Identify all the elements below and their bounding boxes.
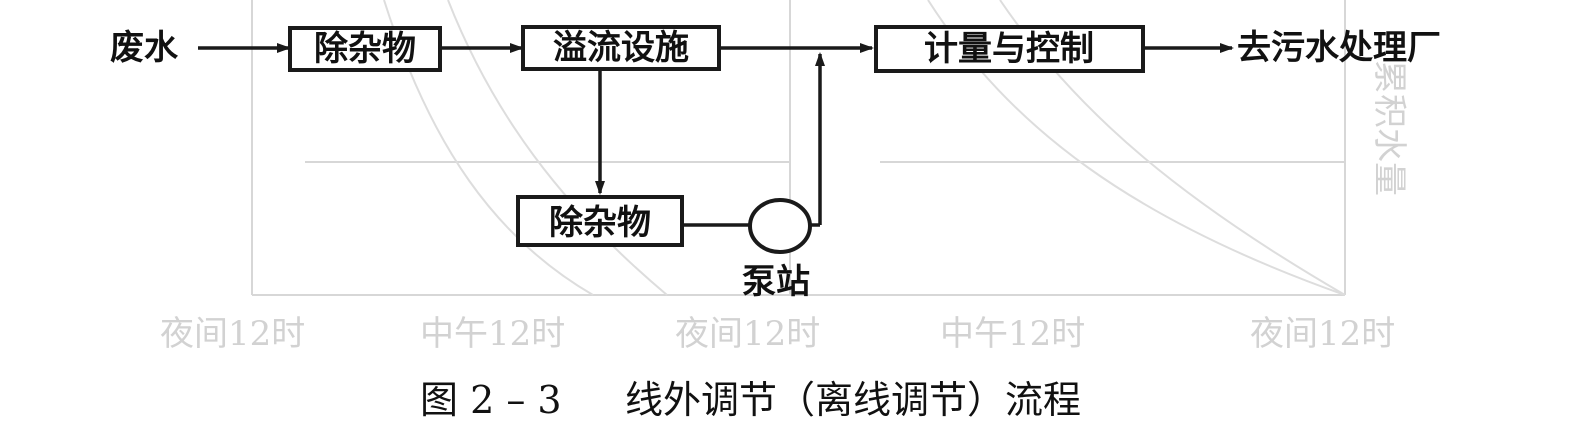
ghost-label-1: 夜间12时 — [160, 314, 305, 354]
ghost-label-3: 夜间12时 — [675, 314, 820, 354]
caption-title: 线外调节（离线调节）流程 — [625, 378, 1081, 422]
destination-label: 去污水处理厂 — [1237, 28, 1441, 68]
caption-number: 图 2 – 3 — [420, 378, 562, 422]
metering-control-label: 计量与控制 — [924, 29, 1094, 69]
remove-impurities-branch-label: 除杂物 — [549, 203, 651, 243]
ghost-curve-2 — [447, 0, 668, 296]
ghost-label-2: 中午12时 — [420, 314, 565, 354]
remove-impurities-branch-box — [516, 195, 684, 247]
overflow-facility-label: 溢流设施 — [553, 28, 689, 68]
background-ghost-chart: 夜间12时 中午12时 夜间12时 中午12时 夜间12时 累积水量 — [160, 0, 1409, 354]
ghost-label-4: 中午12时 — [940, 314, 1085, 354]
pump-station-label: 泵站 — [742, 262, 810, 302]
ghost-label-5: 夜间12时 — [1250, 314, 1395, 354]
pump-station-circle — [748, 198, 812, 254]
remove-impurities-main-label: 除杂物 — [314, 29, 416, 69]
process-flow: 废水 除杂物 溢流设施 计量与控制 去污水处理厂 除杂物 泵站 — [110, 25, 1441, 302]
ghost-side-label: 累积水量 — [1369, 60, 1409, 196]
source-label: 废水 — [110, 28, 179, 68]
figure-caption: 图 2 – 3 线外调节（离线调节）流程 — [420, 378, 1081, 422]
